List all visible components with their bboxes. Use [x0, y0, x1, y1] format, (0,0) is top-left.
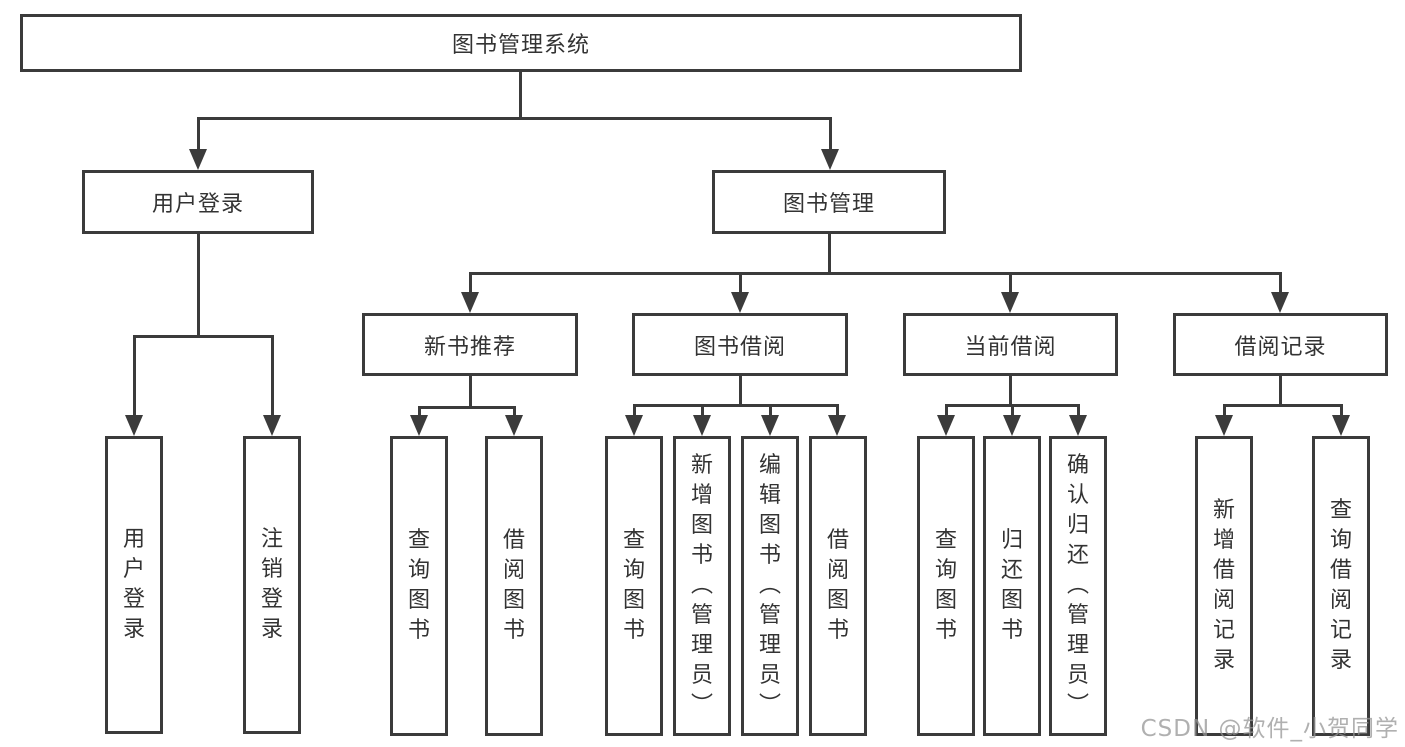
connector-line — [133, 335, 136, 416]
connector-line — [1077, 404, 1080, 416]
arrowhead-down-icon — [410, 415, 428, 436]
arrowhead-down-icon — [1332, 415, 1350, 436]
leaf-add-borrow-record: 新 增 借 阅 记 录 — [1195, 436, 1253, 736]
leaf-logout-login: 注 销 登 录 — [243, 436, 301, 734]
connector-line — [271, 335, 274, 416]
node-borrowing-records: 借阅记录 — [1173, 313, 1388, 376]
watermark-csdn: CSDN @软件_小贺同学 — [1140, 716, 1399, 742]
connector-line — [197, 117, 200, 151]
leaf-query-books-recommend: 查 询 图 书 — [390, 436, 448, 736]
connector-line — [836, 404, 839, 416]
leaf-edit-book-admin: 编 辑 图 书 ︵ 管 理 员 ︶ — [741, 436, 799, 736]
leaf-borrow-books-borrowing: 借 阅 图 书 — [809, 436, 867, 736]
connector-line — [133, 335, 273, 338]
connector-line — [701, 404, 704, 416]
leaf-user-login: 用 户 登 录 — [105, 436, 163, 734]
connector-line — [418, 406, 514, 409]
arrowhead-down-icon — [263, 415, 281, 436]
arrowhead-down-icon — [1271, 292, 1289, 313]
arrowhead-down-icon — [828, 415, 846, 436]
connector-line — [197, 234, 200, 337]
connector-line — [1009, 272, 1012, 294]
connector-line — [469, 272, 472, 294]
connector-line — [633, 404, 837, 407]
connector-line — [1223, 404, 1342, 407]
node-library-system: 图书管理系统 — [20, 14, 1022, 72]
arrowhead-down-icon — [505, 415, 523, 436]
connector-line — [1340, 404, 1343, 416]
connector-line — [519, 72, 522, 118]
connector-line — [1011, 404, 1014, 416]
connector-line — [1279, 376, 1282, 406]
node-book-management: 图书管理 — [712, 170, 946, 234]
arrowhead-down-icon — [625, 415, 643, 436]
connector-line — [1223, 404, 1226, 416]
connector-line — [513, 406, 516, 416]
connector-line — [769, 404, 772, 416]
connector-line — [633, 404, 636, 416]
leaf-query-books-borrowing: 查 询 图 书 — [605, 436, 663, 736]
connector-line — [945, 404, 948, 416]
arrowhead-down-icon — [1069, 415, 1087, 436]
connector-line — [739, 376, 742, 406]
connector-line — [1009, 376, 1012, 406]
node-user-login: 用户登录 — [82, 170, 314, 234]
connector-line — [828, 234, 831, 275]
leaf-borrow-books-recommend: 借 阅 图 书 — [485, 436, 543, 736]
connector-line — [829, 117, 832, 151]
leaf-query-borrow-record: 查 询 借 阅 记 录 — [1312, 436, 1370, 736]
arrowhead-down-icon — [731, 292, 749, 313]
node-book-borrowing: 图书借阅 — [632, 313, 848, 376]
node-new-book-recommend: 新书推荐 — [362, 313, 578, 376]
node-current-borrowing: 当前借阅 — [903, 313, 1118, 376]
arrowhead-down-icon — [937, 415, 955, 436]
connector-line — [469, 272, 1282, 275]
arrowhead-down-icon — [1215, 415, 1233, 436]
arrowhead-down-icon — [189, 149, 207, 170]
leaf-confirm-return-admin: 确 认 归 还 ︵ 管 理 员 ︶ — [1049, 436, 1107, 736]
arrowhead-down-icon — [1003, 415, 1021, 436]
connector-line — [418, 406, 421, 416]
arrowhead-down-icon — [125, 415, 143, 436]
arrowhead-down-icon — [693, 415, 711, 436]
connector-line — [1279, 272, 1282, 294]
arrowhead-down-icon — [761, 415, 779, 436]
leaf-add-book-admin: 新 增 图 书 ︵ 管 理 员 ︶ — [673, 436, 731, 736]
leaf-return-books: 归 还 图 书 — [983, 436, 1041, 736]
connector-line — [469, 376, 472, 408]
connector-line — [197, 117, 832, 120]
arrowhead-down-icon — [461, 292, 479, 313]
leaf-query-books-current: 查 询 图 书 — [917, 436, 975, 736]
arrowhead-down-icon — [1001, 292, 1019, 313]
arrowhead-down-icon — [821, 149, 839, 170]
connector-line — [739, 272, 742, 294]
